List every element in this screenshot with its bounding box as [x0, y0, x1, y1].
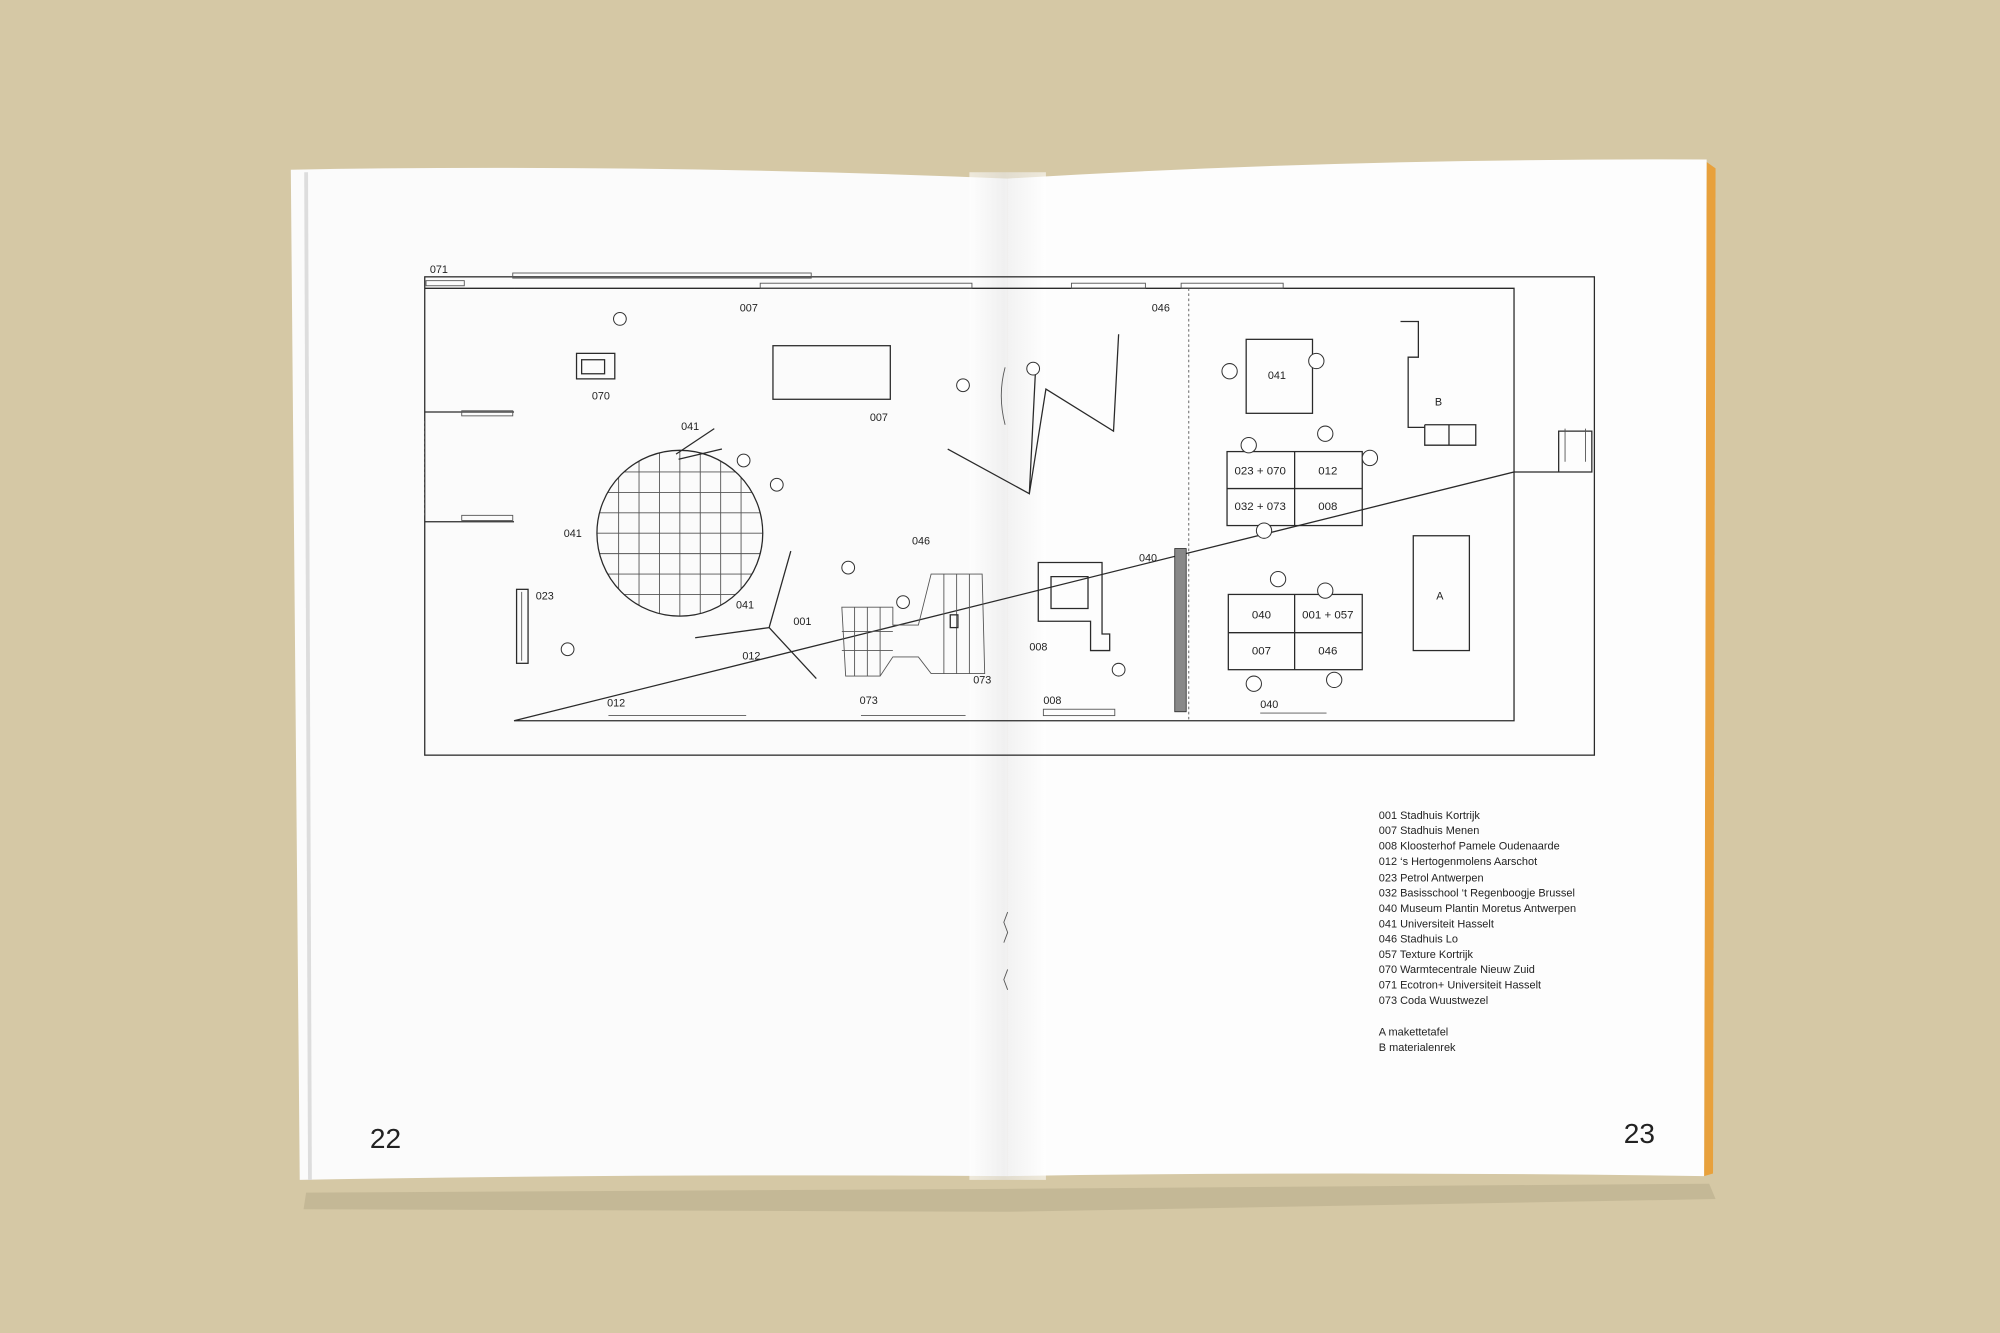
legend-item: 040 Museum Plantin Moretus Antwerpen [1379, 903, 1576, 915]
legend-item: 071 Ecotron+ Universiteit Hasselt [1379, 980, 1541, 992]
left-page [290, 167, 1008, 1180]
legend-item: 046 Stadhuis Lo [1379, 934, 1458, 946]
legend-item: 012 ‘s Hertogenmolens Aarschot [1379, 856, 1537, 868]
table-cell: 001 + 057 [1302, 610, 1353, 622]
table-cell: 012 [1318, 466, 1337, 478]
table-cell: 023 + 070 [1235, 466, 1286, 478]
table-upper: 023 + 070 012 032 + 073 008 [1235, 466, 1338, 514]
legend-item: 041 Universiteit Hasselt [1379, 918, 1494, 930]
legend-item: 070 Warmtecentrale Nieuw Zuid [1379, 964, 1535, 976]
label-071: 071 [430, 264, 448, 276]
label-008: 008 [1029, 642, 1047, 654]
legend-item: 032 Basisschool ‘t Regenboogje Brussel [1379, 888, 1575, 900]
table-cell: 046 [1318, 645, 1337, 657]
label-046: 046 [912, 536, 930, 548]
label-040: 040 [1260, 699, 1278, 711]
page-number-right: 23 [1624, 1118, 1655, 1149]
table-lower: 040 001 + 057 007 046 [1252, 610, 1354, 658]
label-046: 046 [1152, 302, 1170, 314]
label-070: 070 [592, 390, 610, 402]
legend-item: 073 Coda Wuustwezel [1379, 995, 1488, 1007]
label-001: 001 [793, 616, 811, 628]
label-007: 007 [740, 302, 758, 314]
legend-item: 057 Texture Kortrijk [1379, 949, 1474, 961]
label-041: 041 [736, 599, 754, 611]
label-008: 008 [1043, 695, 1061, 707]
label-007: 007 [870, 412, 888, 424]
plan-labels: 071 007 046 070 007 041 041 B 041 046 04… [430, 264, 1444, 711]
legend-item: 008 Kloosterhof Pamele Oudenaarde [1379, 841, 1560, 853]
label-041: 041 [564, 528, 582, 540]
label-B: B [1435, 397, 1442, 409]
label-023: 023 [536, 591, 554, 603]
label-041: 041 [681, 421, 699, 433]
legend-item: 001 Stadhuis Kortrijk [1379, 810, 1481, 822]
label-A: A [1436, 591, 1444, 603]
staple [1003, 911, 1009, 990]
label-040: 040 [1139, 552, 1157, 564]
table-cell: 008 [1318, 501, 1337, 513]
cover-edge [1704, 162, 1716, 1177]
label-012: 012 [607, 698, 625, 710]
label-041: 041 [1268, 370, 1286, 382]
right-page [1007, 159, 1707, 1177]
table-cell: 007 [1252, 645, 1271, 657]
floor-plan: 071 007 046 070 007 041 041 B 041 046 04… [424, 264, 1596, 756]
legend-item: 007 Stadhuis Menen [1379, 825, 1479, 837]
table-cell: 040 [1252, 610, 1271, 622]
legend-key: B materialenrek [1379, 1042, 1456, 1054]
label-073: 073 [973, 675, 991, 687]
table-cell: 032 + 073 [1235, 501, 1286, 513]
chairs [560, 312, 1379, 692]
legend: 001 Stadhuis Kortrijk 007 Stadhuis Menen… [1379, 810, 1576, 1054]
label-012: 012 [742, 650, 760, 662]
page-number-left: 22 [370, 1123, 401, 1154]
legend-key: A makettetafel [1379, 1027, 1448, 1039]
legend-item: 023 Petrol Antwerpen [1379, 872, 1484, 884]
label-073: 073 [860, 695, 878, 707]
